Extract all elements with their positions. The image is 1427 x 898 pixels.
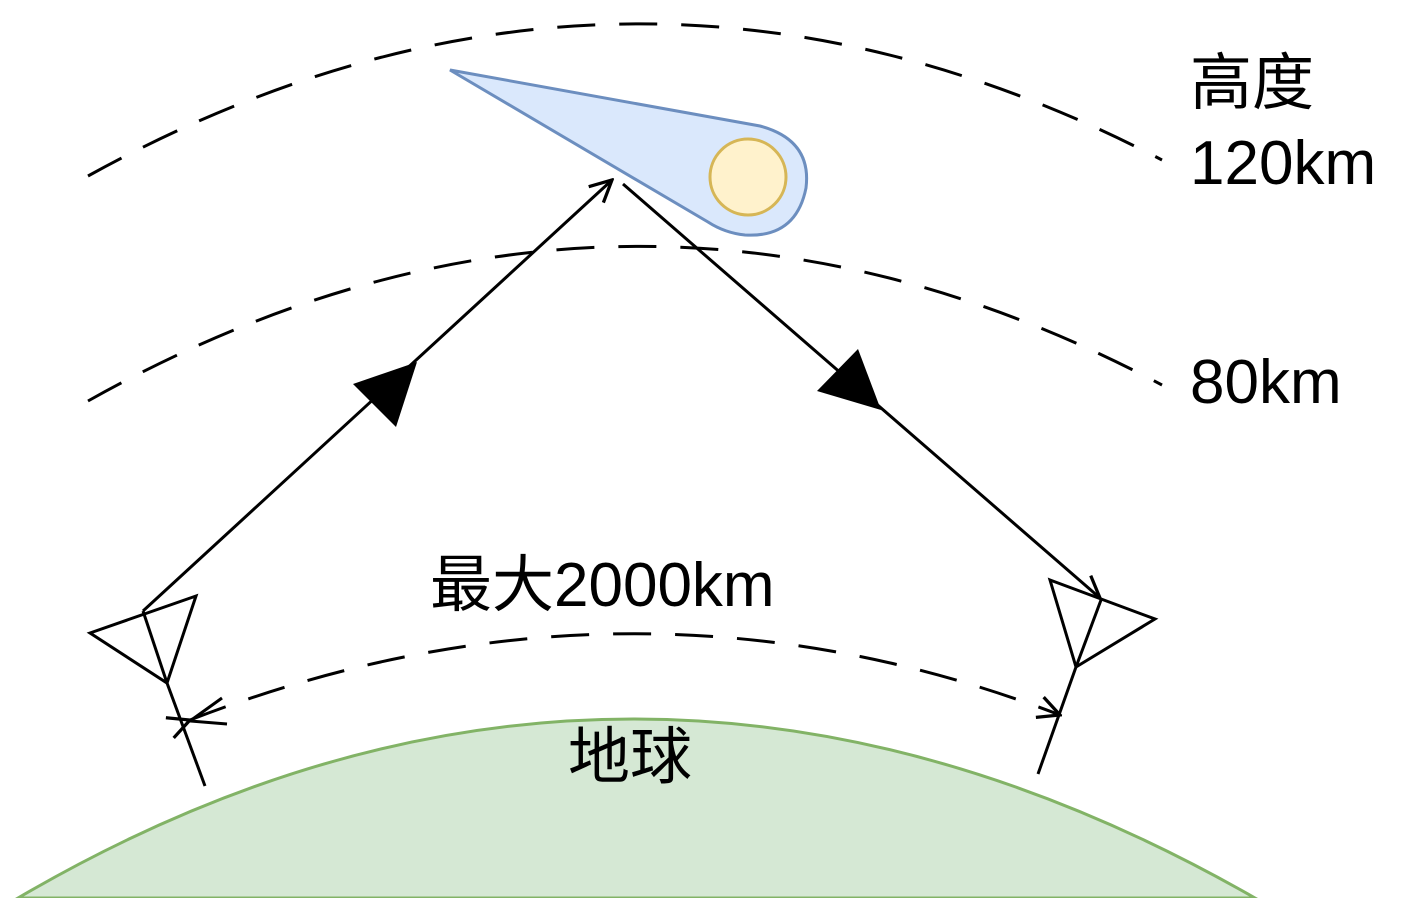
max-distance-label: 最大2000km <box>430 551 775 620</box>
max-distance-arc <box>190 632 1060 720</box>
upward-ray-arrowhead <box>353 362 417 427</box>
receiver-antenna-icon <box>1036 577 1159 775</box>
meteor-head <box>708 137 788 217</box>
meteor-icon <box>449 68 809 237</box>
max-distance-arrowhead-left <box>185 696 228 726</box>
altitude-80km-label: 80km <box>1190 348 1342 417</box>
altitude-arc-80km <box>87 244 1163 403</box>
earth-label: 地球 <box>568 723 692 792</box>
downward-ray-arrowhead <box>817 349 881 410</box>
transmitter-antenna-icon <box>86 593 207 787</box>
altitude-120km-label: 120km <box>1190 129 1376 198</box>
altitude-arc-120km <box>87 22 1163 178</box>
altitude-heading: 高度 <box>1190 49 1314 118</box>
